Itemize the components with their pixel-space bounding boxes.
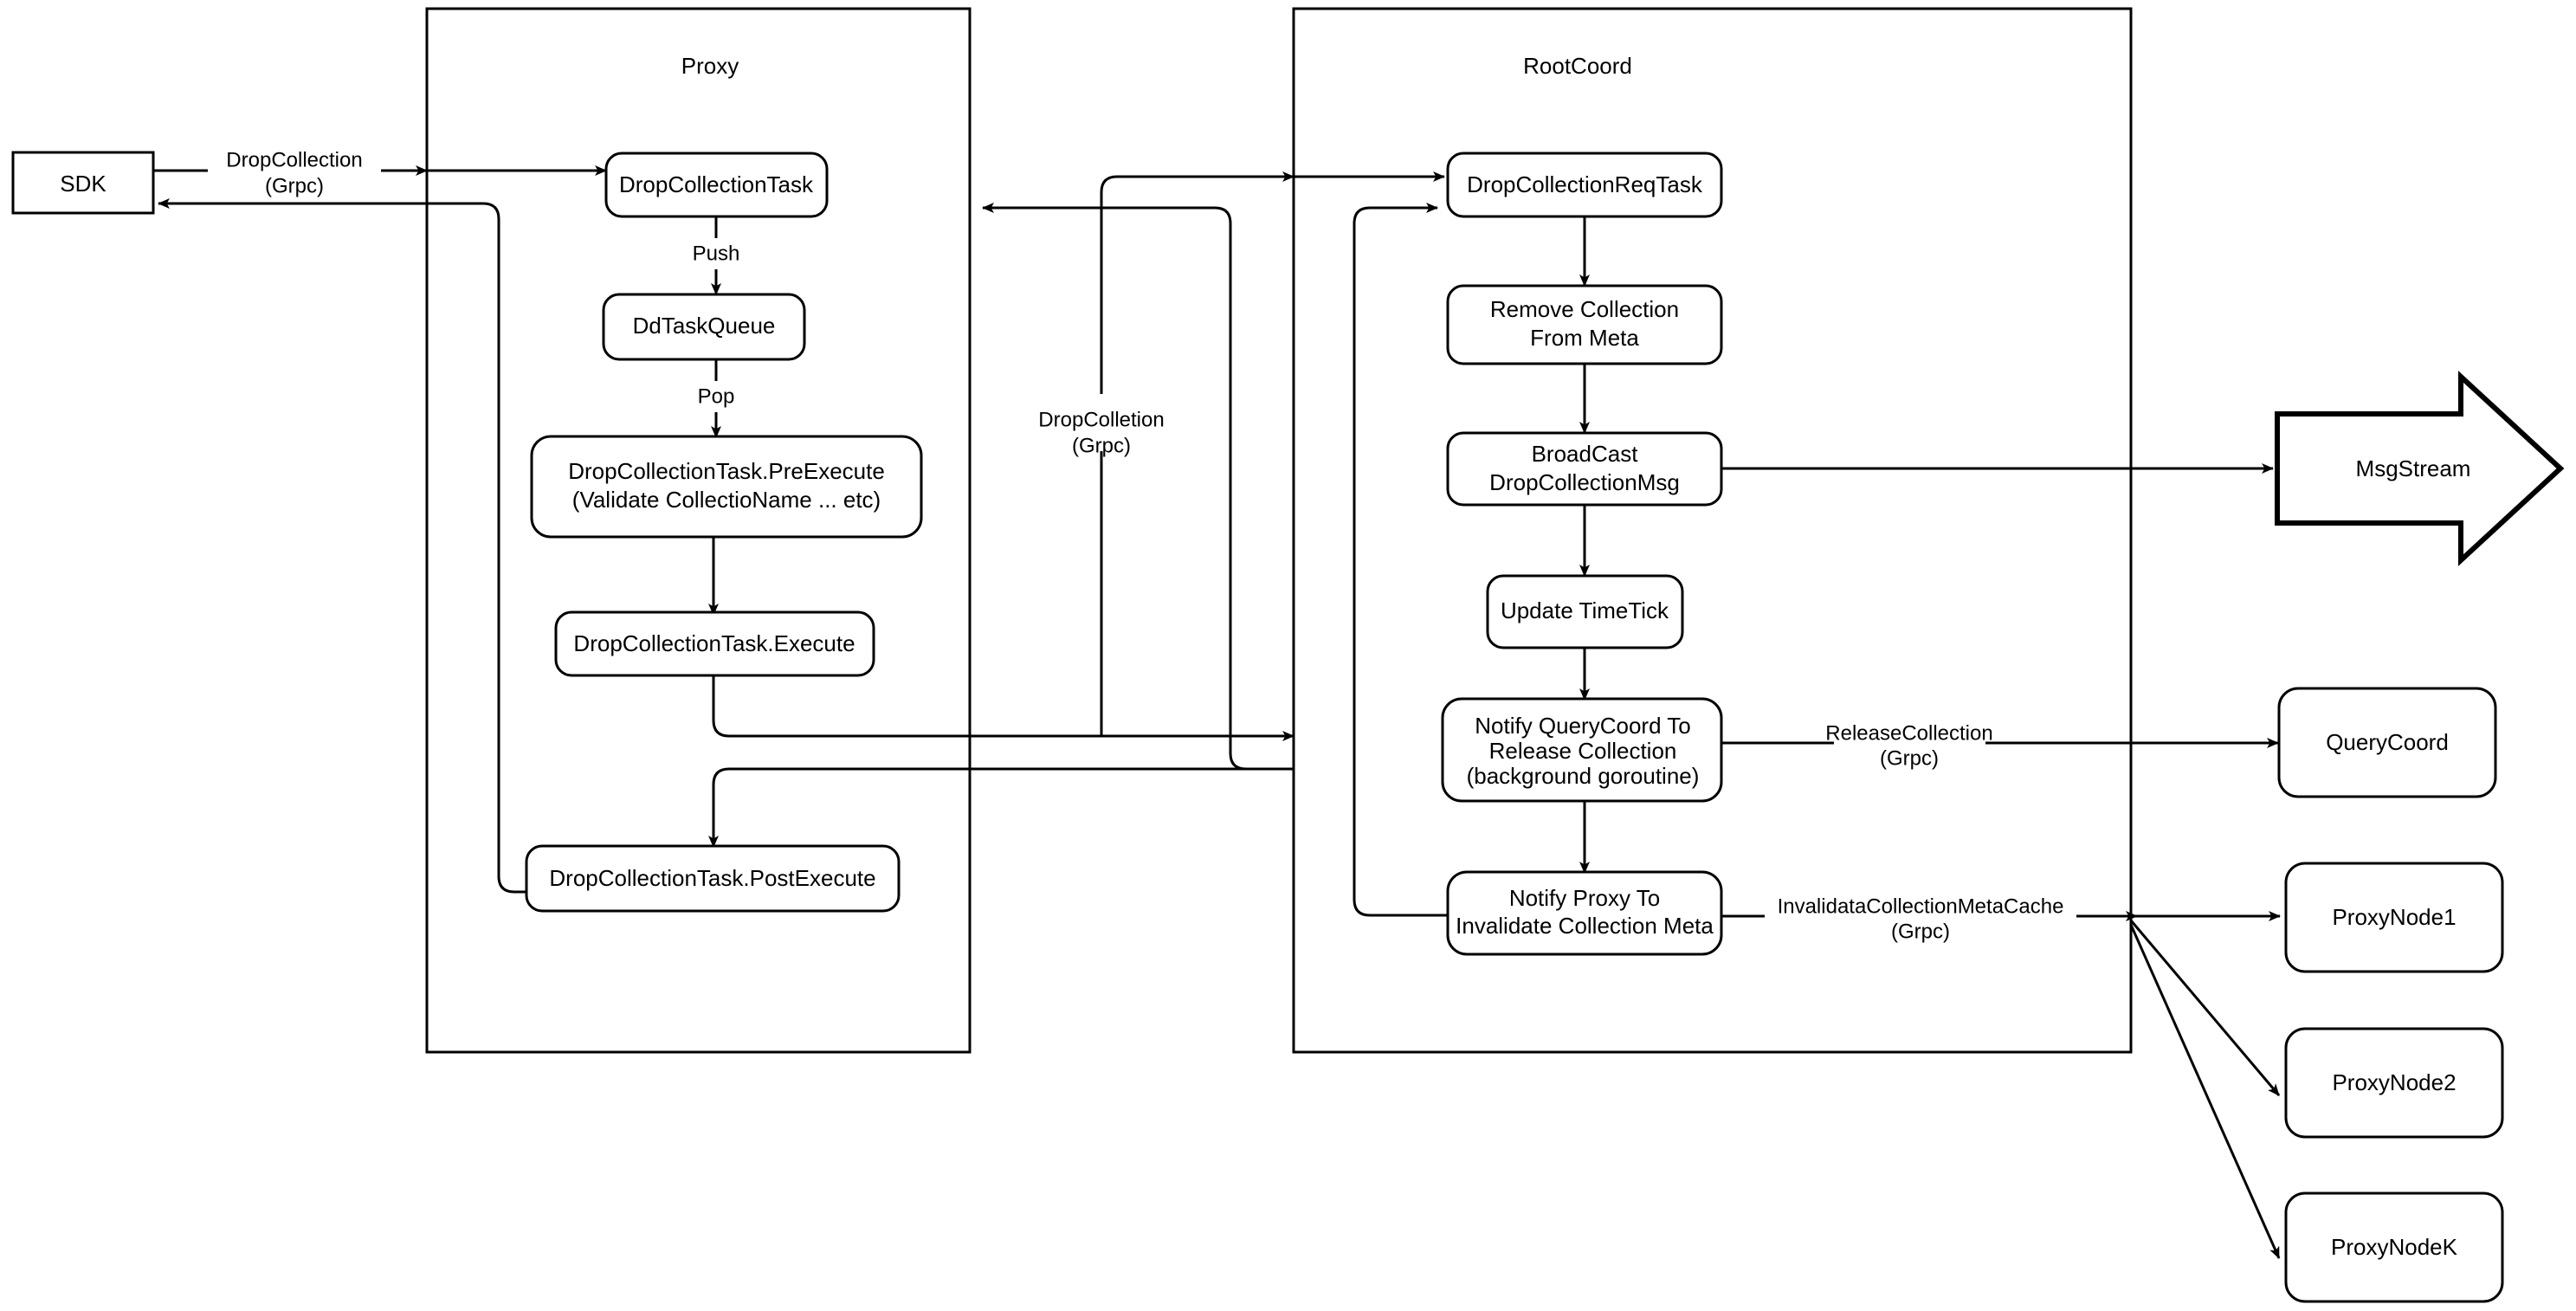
notify-proxy-box[interactable] bbox=[1446, 870, 1723, 956]
node-querycoord[interactable]: QueryCoord bbox=[2277, 687, 2497, 798]
notify-querycoord-box[interactable] bbox=[1441, 697, 1723, 803]
node-notify-proxy[interactable]: Notify Proxy To Invalidate Collection Me… bbox=[1446, 870, 1723, 956]
pre-execute-label-line1: DropCollectionTask.PreExecute bbox=[568, 458, 885, 484]
proxynode1-box[interactable] bbox=[2284, 862, 2504, 973]
edge-label-invalidatacollectionmetacache-line1: InvalidataCollectionMetaCache bbox=[1778, 894, 2064, 918]
node-proxynodek[interactable]: ProxyNodeK bbox=[2284, 1192, 2504, 1303]
proxy-container-border bbox=[425, 7, 972, 1054]
edge-labels: DropCollection (Grpc) Push Pop DropColle… bbox=[208, 145, 2076, 944]
label-bg-invalidate-cache bbox=[1765, 890, 2076, 944]
proxynodek-label: ProxyNodeK bbox=[2331, 1234, 2458, 1260]
execute-label: DropCollectionTask.Execute bbox=[573, 630, 855, 656]
node-sdk[interactable]: SDK bbox=[11, 151, 155, 215]
edge-corridor-request-up bbox=[1100, 171, 1294, 736]
rootcoord-container-title: RootCoord bbox=[1523, 53, 1632, 79]
remove-collection-from-meta-box[interactable] bbox=[1446, 284, 1723, 365]
label-bg-sdk-proxy bbox=[208, 145, 381, 199]
node-update-timetick[interactable]: Update TimeTick bbox=[1486, 574, 1684, 649]
edge-postexecute-to-sdk bbox=[427, 202, 531, 894]
proxynode2-box[interactable] bbox=[2284, 1027, 2504, 1139]
drop-collection-req-task-label: DropCollectionReqTask bbox=[1467, 171, 1703, 197]
pre-execute-label-line2: (Validate CollectioName ... etc) bbox=[572, 487, 881, 513]
update-timetick-box[interactable] bbox=[1486, 574, 1684, 649]
proxynodek-box[interactable] bbox=[2284, 1192, 2504, 1303]
edge-fanout-to-proxynode2 bbox=[2129, 920, 2281, 1096]
edge-label-dropcolletion-grpc-line1: DropColletion bbox=[1038, 408, 1164, 431]
node-msgstream[interactable]: MsgStream bbox=[2275, 371, 2565, 566]
remove-collection-from-meta-line1: Remove Collection bbox=[1490, 296, 1679, 322]
proxy-container-title: Proxy bbox=[681, 53, 739, 79]
drop-collection-task-box[interactable] bbox=[604, 152, 829, 218]
edge-label-releasecollection-line1: ReleaseCollection bbox=[1825, 721, 1992, 745]
notify-querycoord-line3: (background goroutine) bbox=[1467, 763, 1700, 789]
sdk-label: SDK bbox=[60, 171, 107, 197]
label-bg-push bbox=[675, 238, 758, 269]
proxynode1-label: ProxyNode1 bbox=[2332, 904, 2456, 930]
container-proxy: Proxy bbox=[425, 7, 972, 1054]
drop-collection-task-label: DropCollectionTask bbox=[619, 171, 814, 197]
dd-task-queue-box[interactable] bbox=[602, 293, 806, 361]
msgstream-arrow-shape[interactable] bbox=[2275, 371, 2565, 566]
remove-collection-from-meta-line2: From Meta bbox=[1530, 325, 1639, 351]
flow-edges bbox=[153, 165, 2281, 1259]
edge-execute-to-rootcoord bbox=[712, 675, 1294, 741]
edge-corridor-response-down bbox=[982, 203, 1294, 771]
edge-notify-proxy-return-up bbox=[1353, 203, 1449, 917]
node-notify-querycoord[interactable]: Notify QueryCoord To Release Collection … bbox=[1441, 697, 1723, 803]
broadcast-line1: BroadCast bbox=[1532, 441, 1639, 467]
querycoord-label: QueryCoord bbox=[2326, 729, 2449, 755]
label-bg-release-collection bbox=[1834, 717, 1985, 771]
dd-task-queue-label: DdTaskQueue bbox=[633, 313, 776, 339]
edge-label-invalidatacollectionmetacache-line2: (Grpc) bbox=[1891, 920, 1950, 943]
edge-label-releasecollection-line2: (Grpc) bbox=[1880, 746, 1939, 770]
label-bg-proxy-rootcoord bbox=[1017, 394, 1186, 451]
sdk-box[interactable] bbox=[11, 151, 155, 215]
querycoord-box[interactable] bbox=[2277, 687, 2497, 798]
container-rootcoord: RootCoord bbox=[1292, 7, 2133, 1054]
node-pre-execute[interactable]: DropCollectionTask.PreExecute (Validate … bbox=[530, 435, 923, 539]
broadcast-drop-collection-msg-box[interactable] bbox=[1446, 431, 1723, 507]
label-bg-pop bbox=[675, 381, 758, 412]
edge-label-dropcollection-grpc-line1: DropCollection bbox=[226, 148, 362, 171]
node-post-execute[interactable]: DropCollectionTask.PostExecute bbox=[525, 844, 901, 913]
notify-querycoord-line2: Release Collection bbox=[1489, 738, 1677, 764]
edge-fanout-to-proxynodek bbox=[2129, 924, 2281, 1259]
proxynode2-label: ProxyNode2 bbox=[2332, 1069, 2456, 1095]
node-broadcast-drop-collection-msg[interactable]: BroadCast DropCollectionMsg bbox=[1446, 431, 1723, 507]
notify-querycoord-line1: Notify QueryCoord To bbox=[1475, 713, 1691, 739]
edge-label-dropcollection-grpc-line2: (Grpc) bbox=[265, 174, 324, 197]
node-drop-collection-task[interactable]: DropCollectionTask bbox=[604, 152, 829, 218]
update-timetick-label: Update TimeTick bbox=[1501, 597, 1669, 623]
node-execute[interactable]: DropCollectionTask.Execute bbox=[554, 610, 875, 677]
post-execute-label: DropCollectionTask.PostExecute bbox=[549, 865, 875, 891]
rootcoord-container-border bbox=[1292, 7, 2133, 1054]
node-drop-collection-req-task[interactable]: DropCollectionReqTask bbox=[1446, 152, 1723, 218]
node-proxynode1[interactable]: ProxyNode1 bbox=[2284, 862, 2504, 973]
edge-label-push: Push bbox=[693, 242, 740, 265]
node-remove-collection-from-meta[interactable]: Remove Collection From Meta bbox=[1446, 284, 1723, 365]
edge-label-pop: Pop bbox=[698, 384, 735, 408]
node-dd-task-queue[interactable]: DdTaskQueue bbox=[602, 293, 806, 361]
pre-execute-box[interactable] bbox=[530, 435, 923, 539]
notify-proxy-line1: Notify Proxy To bbox=[1509, 885, 1660, 911]
edge-response-to-postexecute bbox=[708, 767, 983, 848]
drop-collection-req-task-box[interactable] bbox=[1446, 152, 1723, 218]
node-proxynode2[interactable]: ProxyNode2 bbox=[2284, 1027, 2504, 1139]
post-execute-box[interactable] bbox=[525, 844, 901, 913]
execute-box[interactable] bbox=[554, 610, 875, 677]
broadcast-line2: DropCollectionMsg bbox=[1489, 469, 1680, 495]
edge-label-dropcolletion-grpc-line2: (Grpc) bbox=[1072, 434, 1131, 457]
notify-proxy-line2: Invalidate Collection Meta bbox=[1456, 913, 1714, 939]
msgstream-label: MsgStream bbox=[2356, 455, 2471, 481]
